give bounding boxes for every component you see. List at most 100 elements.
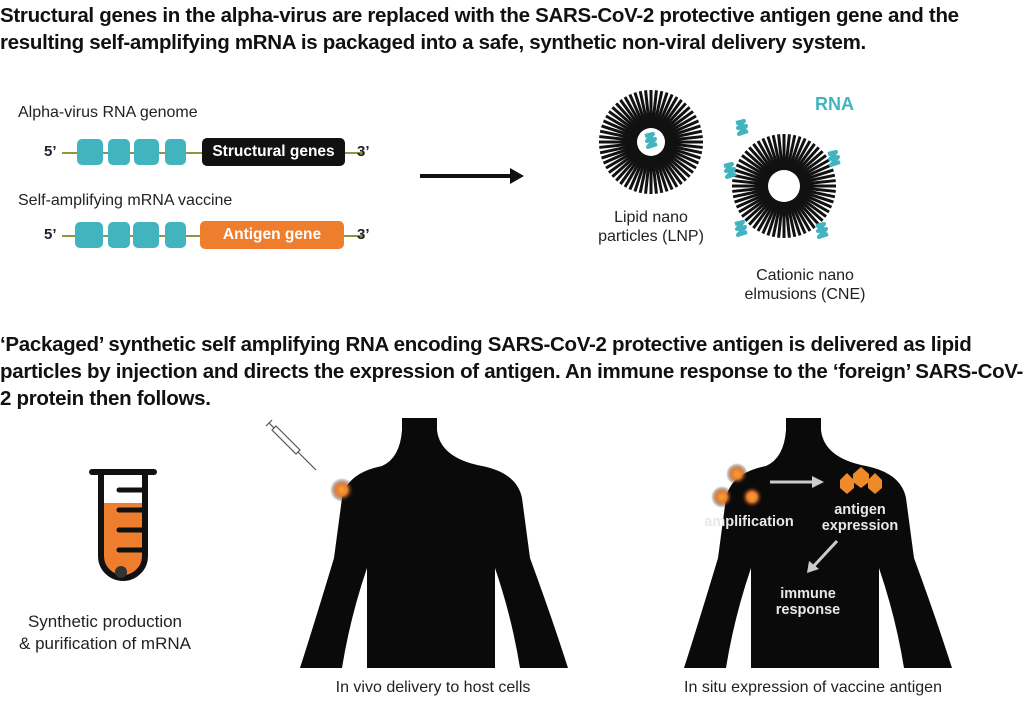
cne-caption-line2: elmusions (CNE): [744, 286, 866, 303]
genome-five-prime: 5’: [44, 143, 57, 160]
rna-strand-icon: [815, 222, 829, 239]
lipid-tail: [659, 99, 683, 130]
tube-caption-line2: & purification of mRNA: [19, 634, 191, 653]
lipid-tail: [801, 173, 836, 184]
lipid-tail: [611, 151, 641, 178]
lipid-tail: [664, 148, 697, 170]
lipid-tail: [784, 203, 791, 238]
lipid-tail: [660, 102, 687, 132]
lipid-tail: [797, 154, 827, 177]
lipid-tail: [794, 146, 820, 174]
lipid-tail: [628, 156, 646, 191]
lipid-tail: [766, 202, 780, 236]
rna-strand-icon: [644, 132, 658, 149]
lipid-tail: [599, 143, 636, 155]
injection-site-glow: [330, 478, 354, 502]
lipid-tail: [665, 124, 701, 139]
lipid-tail: [605, 114, 638, 136]
lipid-tail: [786, 203, 797, 238]
lipid-tail: [734, 168, 768, 182]
human-torso-silhouette: [300, 418, 568, 668]
lnp-caption-line1: Lipid nano: [614, 209, 688, 226]
lipid-tail: [771, 134, 782, 169]
cne-caption-line1: Cationic nano: [756, 267, 854, 284]
lipid-tail: [800, 168, 834, 182]
lipid-tail: [756, 140, 777, 172]
rna-label: RNA: [815, 94, 854, 114]
lipid-tail: [784, 134, 791, 169]
lipid-tail: [615, 152, 642, 182]
lipid-tail: [789, 137, 807, 171]
tube-caption-line1: Synthetic production: [27, 612, 183, 631]
lnp-caption-line2: particles (LNP): [598, 228, 704, 245]
syringe-icon: [265, 419, 317, 471]
lipid-tail: [734, 190, 768, 204]
rna-strand-icon: [735, 119, 749, 136]
structural-genes-block: Structural genes: [202, 138, 345, 166]
particle-core: [768, 170, 800, 202]
lipid-tail: [666, 142, 703, 149]
lipid-tail: [638, 90, 650, 127]
expression-caption: In situ expression of vaccine antigen: [684, 679, 942, 696]
arrow-right-icon: [770, 476, 824, 488]
lipid-tail: [786, 134, 797, 169]
lipid-tail: [796, 196, 824, 222]
lipid-tail: [656, 93, 674, 128]
lipid-tail: [599, 129, 636, 141]
lipid-tail: [663, 110, 694, 134]
lipid-tail: [735, 163, 769, 181]
lipid-tail: [615, 102, 642, 132]
genome-label: Alpha-virus RNA genome: [18, 104, 198, 121]
lipid-tail: [651, 90, 658, 127]
lipid-tail: [797, 195, 827, 218]
lipid-tail: [738, 193, 770, 214]
lipid-tail: [741, 195, 771, 218]
lipid-tail: [654, 92, 669, 128]
lipid-tail: [756, 200, 777, 232]
lipid-tail: [766, 136, 780, 170]
lipid-tail: [761, 137, 779, 171]
lipid-tail: [793, 143, 816, 173]
lipid-tail: [633, 156, 648, 192]
lipid-tail: [666, 135, 703, 142]
amplification-label: amplification: [704, 514, 794, 530]
lipid-tail: [801, 186, 836, 193]
lipid-tail: [732, 186, 767, 193]
lipid-tail: [801, 179, 836, 186]
vaccine-gene-box: [133, 222, 159, 248]
lipid-tail: [752, 143, 775, 173]
lipid-tail: [798, 193, 830, 214]
lipid-tail: [652, 90, 664, 127]
lipid-tail: [608, 150, 639, 174]
vaccine-gene-box: [108, 222, 130, 248]
lipid-tail: [666, 143, 703, 155]
lipid-tail: [633, 92, 648, 128]
lipid-tail: [657, 96, 679, 129]
lipid-tail: [644, 157, 651, 194]
lipid-tail: [605, 148, 638, 170]
section1-heading: Structural genes in the alpha-virus are …: [0, 4, 959, 54]
lipid-tail: [735, 191, 769, 209]
lipid-tail: [788, 136, 802, 170]
lipid-tail: [660, 152, 687, 182]
human-torso-silhouette: [684, 418, 952, 668]
lipid-tail: [651, 157, 658, 194]
lipid-tail: [661, 151, 691, 178]
lipid-tail: [601, 124, 637, 139]
immune-response-line1: immune: [780, 586, 836, 602]
lipid-tail: [602, 147, 637, 165]
lipid-tail: [798, 158, 830, 179]
lipid-tail: [665, 145, 701, 160]
antigen-expression-line2: expression: [821, 518, 899, 534]
lipid-tail: [657, 155, 679, 188]
lipid-tail: [777, 203, 784, 238]
lipid-tail: [654, 156, 669, 192]
arrow-down-left-icon: [807, 539, 839, 573]
amplification-particles-icon: [711, 463, 763, 508]
lipid-tail: [799, 191, 833, 209]
lipid-tail: [744, 150, 772, 176]
lipid-tail: [732, 173, 767, 184]
lipid-tail: [788, 202, 802, 236]
lipid-tail: [800, 190, 834, 204]
vaccine-gene-box: [75, 222, 103, 248]
